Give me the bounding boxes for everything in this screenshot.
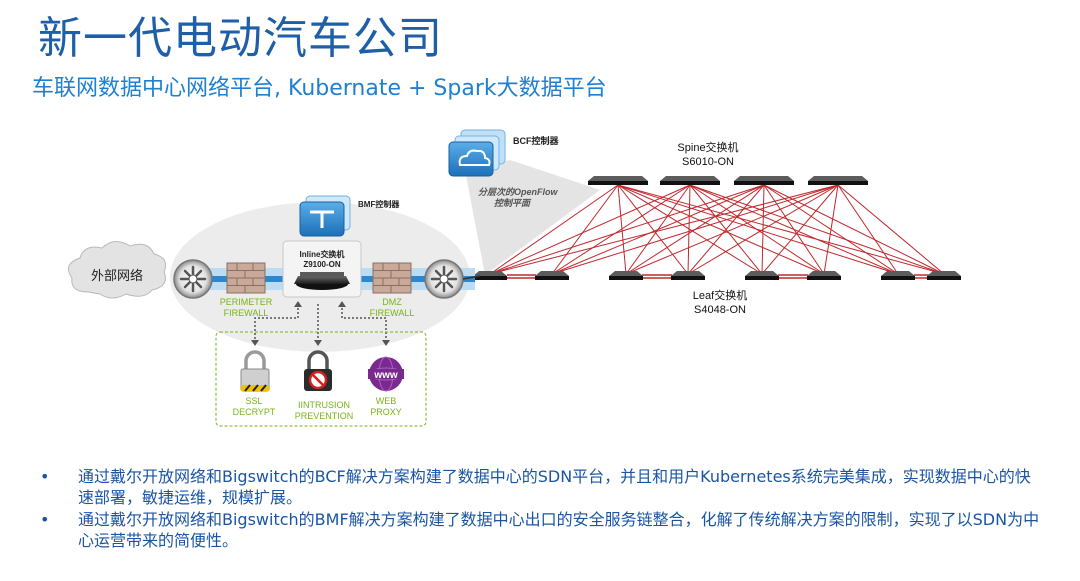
fabric-link: [687, 184, 691, 275]
fabric-link: [551, 184, 691, 275]
openflow-label: 分层次的OpenFlow: [478, 187, 558, 197]
fabric-link: [617, 184, 899, 275]
fabric-link: [837, 184, 945, 275]
fabric-link: [551, 184, 619, 275]
ssl-decrypt-label: DECRYPT: [233, 407, 276, 417]
leaf-switch: [535, 271, 569, 280]
spine-switch: [734, 176, 794, 185]
leaf-switch: [745, 271, 779, 280]
bullet-item: • 通过戴尔开放网络和Bigswitch的BCF解决方案构建了数据中心的SDN平…: [40, 466, 1040, 508]
inline-label: Inline交换机: [300, 249, 345, 259]
perimeter-firewall-label: FIREWALL: [224, 308, 269, 318]
fabric-link: [761, 184, 839, 275]
security-services-box: [215, 331, 427, 427]
edge-router-right: [424, 259, 464, 299]
fabric-link: [617, 184, 763, 275]
ssl-label: SSL: [245, 396, 262, 406]
spine-model-label: S6010-ON: [682, 156, 734, 168]
fabric-link: [489, 184, 619, 275]
page-title: 新一代电动汽车公司: [38, 13, 443, 64]
spine-switch: [808, 176, 868, 185]
spine-switch: [660, 176, 720, 185]
fabric-link: [489, 184, 765, 275]
fabric-link: [687, 184, 765, 275]
padlock-icon: [240, 350, 270, 392]
fabric-link: [837, 184, 899, 275]
external-network-label: 外部网络: [91, 268, 143, 283]
perimeter-label: PERIMETER: [220, 297, 273, 307]
fabric-link: [689, 184, 945, 275]
bullet-text: 通过戴尔开放网络和Bigswitch的BMF解决方案构建了数据中心出口的安全服务…: [78, 510, 1040, 550]
bcf-controller-icon: [448, 129, 506, 177]
web-proxy-label: PROXY: [370, 407, 402, 417]
leaf-switch-group: [473, 271, 961, 280]
intrusion-prevention-icon: [304, 350, 332, 391]
service-connectors: [254, 304, 387, 342]
inline-switch-icon: [294, 272, 350, 290]
bmf-controller-icon: [299, 195, 351, 237]
fabric-link: [617, 184, 945, 275]
fabric-link: [689, 184, 825, 275]
fabric-link: [617, 184, 689, 275]
fabric-link: [625, 184, 839, 275]
fabric-link: [763, 184, 825, 275]
bullet-marker: •: [40, 510, 50, 529]
fabric-link: [687, 184, 839, 275]
fabric-link: [489, 184, 691, 275]
dmz-label: DMZ: [382, 297, 402, 307]
fabric-link: [489, 184, 839, 275]
bullet-list: • 通过戴尔开放网络和Bigswitch的BCF解决方案构建了数据中心的SDN平…: [40, 466, 1040, 552]
leaf-model-label: S4048-ON: [694, 304, 746, 316]
perimeter-firewall-icon: [226, 262, 266, 294]
spine-label: Spine交换机: [677, 140, 738, 154]
dmz-firewall-icon: [372, 262, 412, 294]
control-plane-label: 控制平面: [494, 198, 532, 208]
fabric-link: [551, 184, 839, 275]
bcf-label: BCF控制器: [513, 135, 559, 146]
leaf-switch: [881, 271, 915, 280]
edge-router-left: [173, 259, 213, 299]
page-subtitle: 车联网数据中心网络平台, Kubernate + Spark大数据平台: [32, 76, 607, 101]
dmz-firewall-label: FIREWALL: [370, 308, 415, 318]
leaf-switch: [807, 271, 841, 280]
control-plane-beam: [465, 160, 600, 275]
connector-arrows: [251, 301, 390, 346]
leaf-label: Leaf交换机: [693, 288, 747, 302]
fabric-link: [823, 184, 839, 275]
web-proxy-globe-icon: www: [368, 356, 404, 392]
spine-leaf-mesh: [489, 184, 945, 279]
spine-switch: [588, 176, 648, 185]
external-network-cloud: [67, 241, 167, 299]
spine-switch-group: [588, 176, 868, 185]
inline-model-label: Z9100-ON: [303, 260, 341, 269]
leaf-switch: [609, 271, 643, 280]
leaf-switch: [927, 271, 961, 280]
fabric-link: [763, 184, 945, 275]
fabric-link: [617, 184, 627, 275]
fabric-link: [551, 184, 765, 275]
leaf-switch: [473, 271, 507, 280]
intrusion-prevention-label: PREVENTION: [295, 411, 354, 421]
web-icon-text: www: [373, 370, 398, 381]
bullet-marker: •: [40, 467, 50, 486]
ips-label: IINTRUSION: [298, 400, 350, 410]
bullet-text: 通过戴尔开放网络和Bigswitch的BCF解决方案构建了数据中心的SDN平台，…: [78, 467, 1031, 507]
web-label: WEB: [376, 396, 397, 406]
leaf-switch: [671, 271, 705, 280]
bullet-item: • 通过戴尔开放网络和Bigswitch的BMF解决方案构建了数据中心出口的安全…: [40, 509, 1040, 551]
router-to-leaf-link: [462, 275, 481, 280]
bmf-label: BMF控制器: [358, 199, 400, 209]
fabric-link: [617, 184, 825, 275]
